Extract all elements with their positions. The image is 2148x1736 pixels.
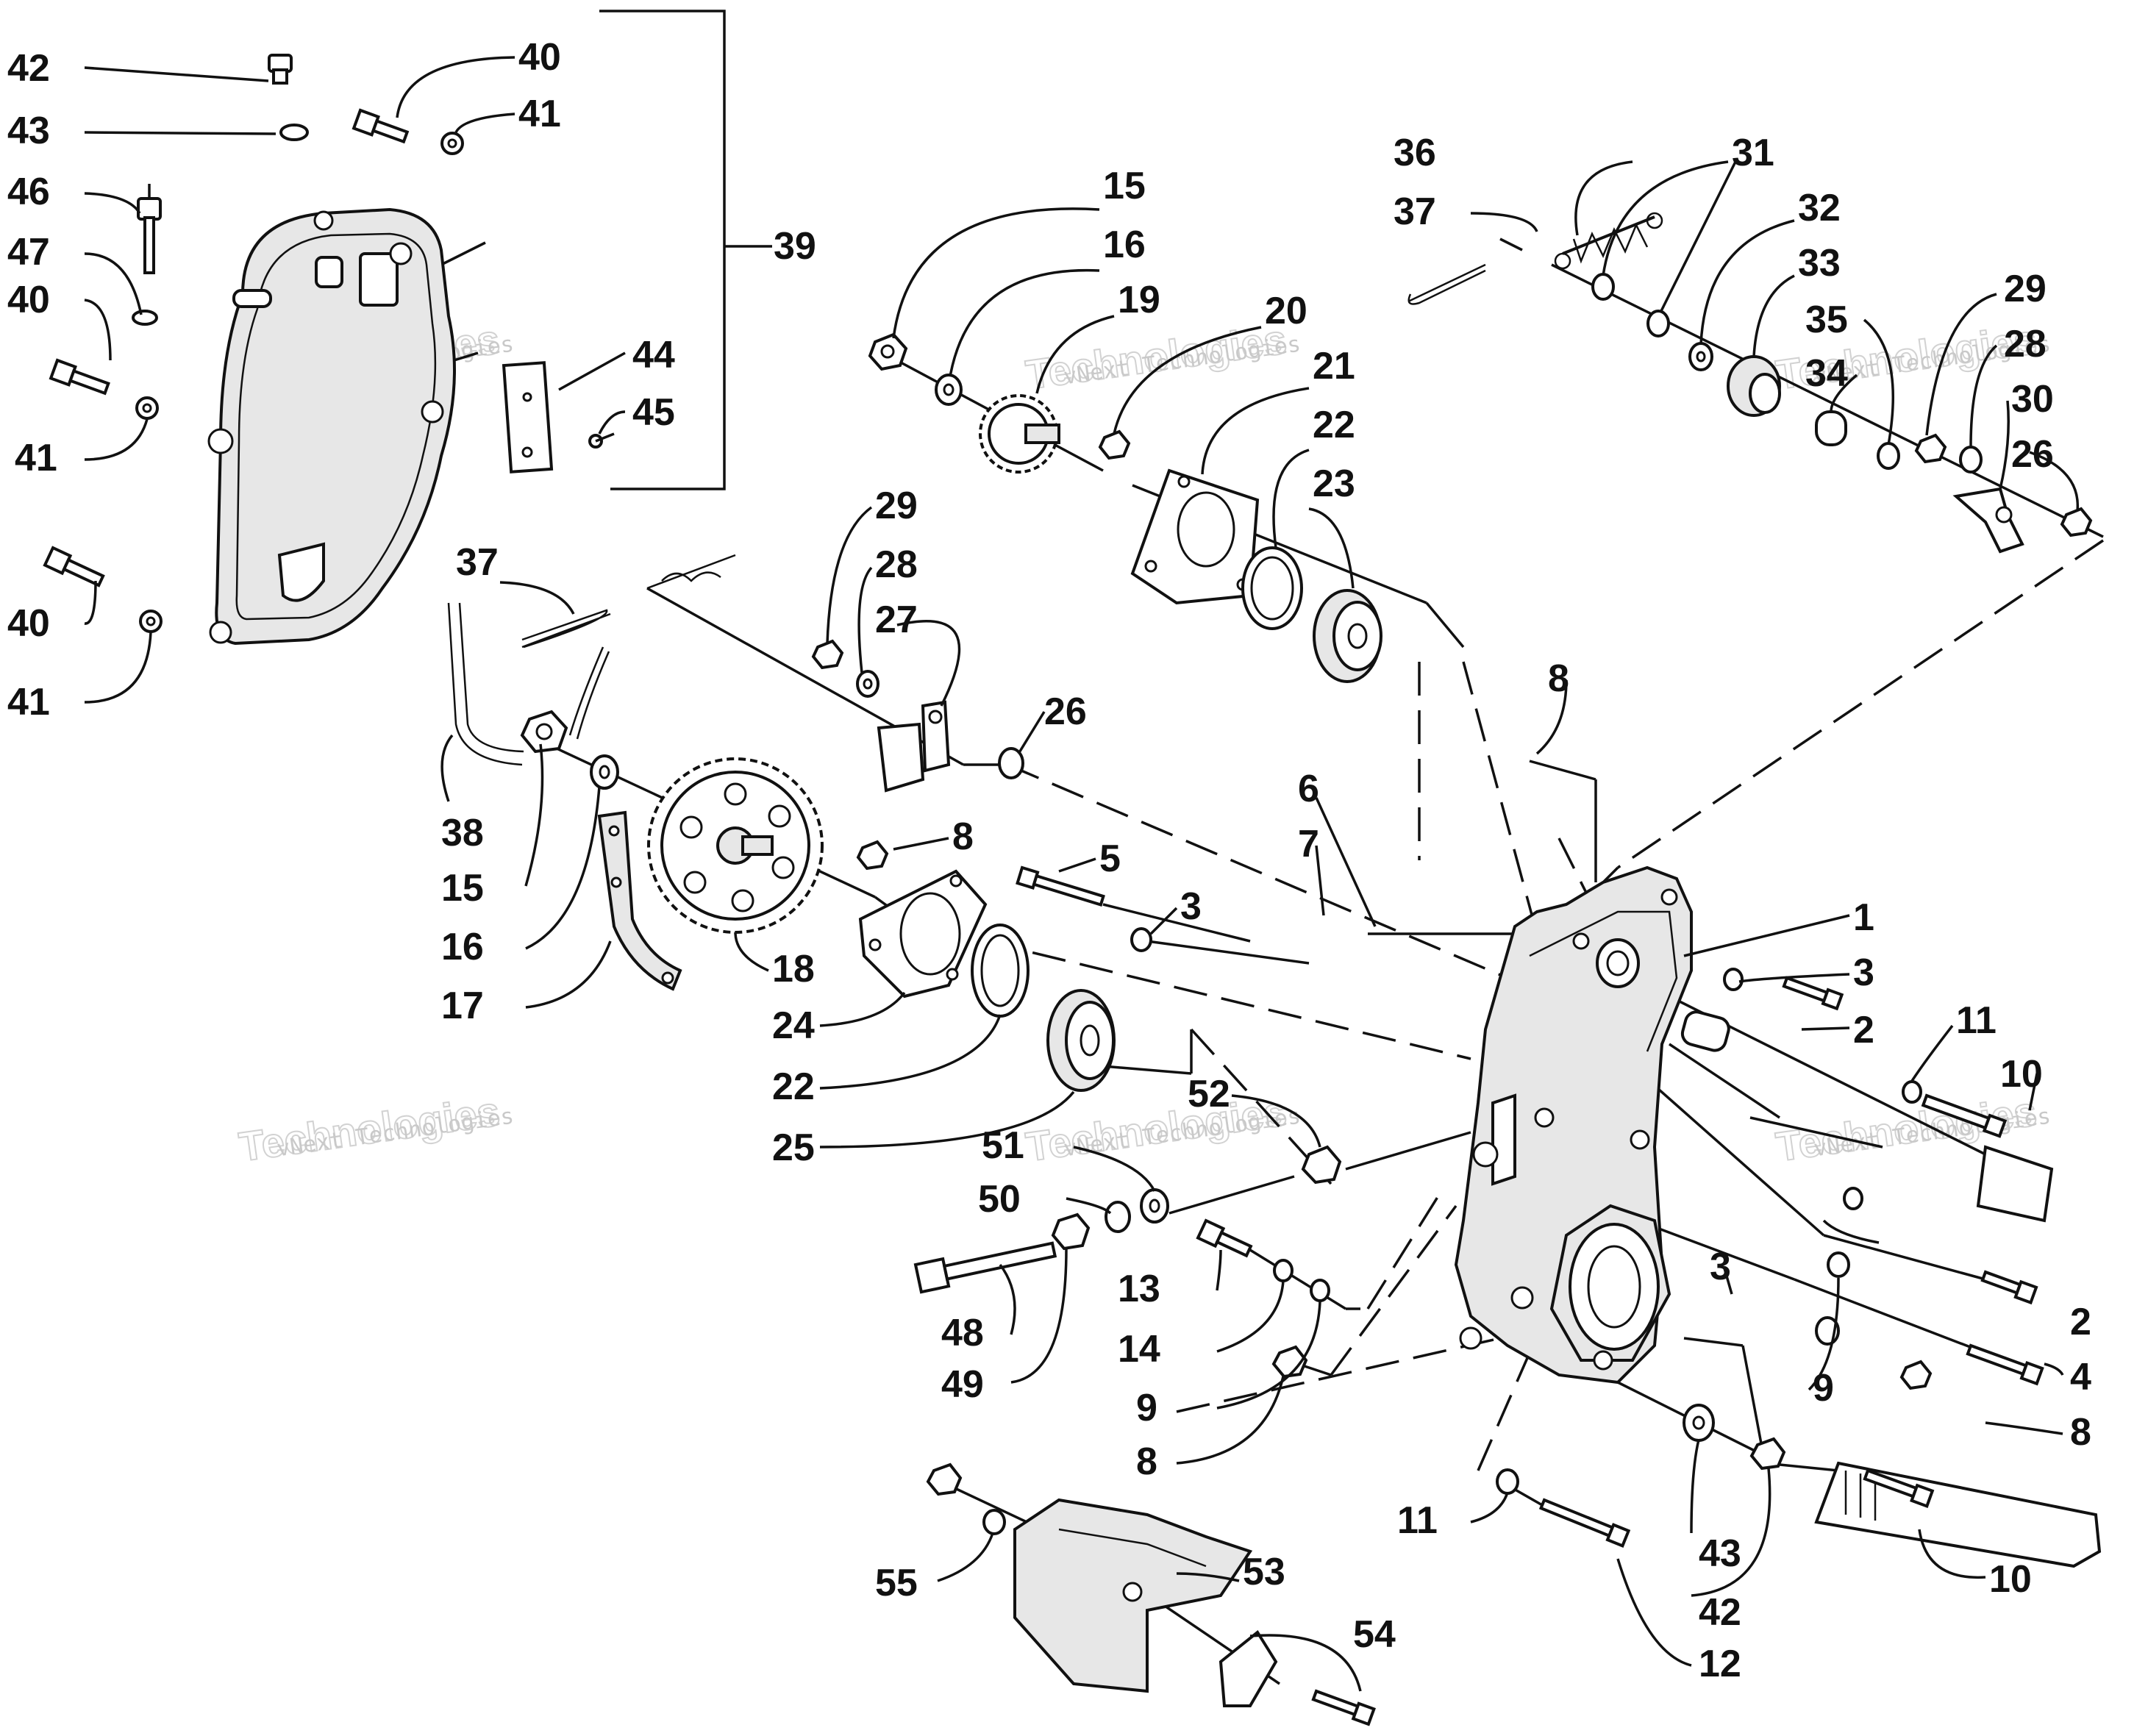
callout: 29 — [2004, 268, 2047, 310]
callout: 35 — [1805, 299, 1848, 341]
callout: 40 — [518, 36, 561, 79]
cover-bolts — [43, 108, 464, 633]
callout: 36 — [1394, 132, 1436, 174]
callout: 40 — [7, 279, 50, 321]
callout: 37 — [456, 541, 499, 584]
callout: 16 — [1103, 224, 1146, 266]
callout: 33 — [1798, 242, 1841, 285]
callout: 11 — [1397, 1499, 1438, 1542]
assembly-bracket — [599, 10, 772, 490]
callout: 8 — [2070, 1411, 2091, 1454]
callout: 3 — [1710, 1246, 1731, 1288]
lower-fasteners — [913, 1145, 1376, 1726]
callout: 19 — [1118, 279, 1160, 321]
callout: 41 — [15, 437, 57, 479]
callout: 52 — [1188, 1073, 1230, 1115]
callout: 37 — [1394, 190, 1436, 233]
callout: 30 — [2011, 378, 2054, 421]
callout: 5 — [1099, 837, 1121, 880]
callout: 28 — [2004, 323, 2047, 365]
left-shaft-group — [447, 554, 1152, 1092]
callout: 23 — [1313, 462, 1355, 505]
output-shafts — [1814, 1145, 2102, 1568]
parts — [43, 54, 2102, 1726]
callout: 18 — [772, 948, 815, 990]
callout: 34 — [1805, 352, 1848, 395]
callout: 42 — [7, 47, 50, 90]
callout: 44 — [632, 334, 675, 376]
callout: 43 — [7, 110, 50, 152]
callout: 26 — [2011, 433, 2054, 476]
callout: 27 — [875, 599, 918, 641]
callout: 45 — [632, 391, 675, 434]
callout: 26 — [1044, 690, 1087, 733]
callout: 8 — [1548, 657, 1569, 700]
callout: 32 — [1798, 187, 1841, 229]
callout: 25 — [772, 1126, 815, 1169]
callout-labels: 42 43 46 47 40 41 40 41 40 41 39 44 45 3… — [7, 36, 2091, 1685]
callout: 53 — [1243, 1551, 1285, 1593]
watermark: Technologies vNext Technologies — [235, 1087, 515, 1171]
callout: 15 — [1103, 165, 1146, 207]
callout: 11 — [1956, 999, 1997, 1042]
fill-plug — [132, 54, 309, 326]
callout: 2 — [1853, 1009, 1874, 1051]
explode-lines — [286, 237, 2104, 1685]
callout: 48 — [941, 1312, 984, 1354]
callout: 21 — [1313, 345, 1355, 387]
callout: 8 — [1136, 1440, 1157, 1483]
callout: 9 — [1813, 1367, 1834, 1410]
callout: 14 — [1118, 1328, 1160, 1371]
callout: 29 — [875, 485, 918, 527]
callout: 6 — [1298, 768, 1319, 810]
callout: 4 — [2070, 1356, 2091, 1399]
callout: 41 — [518, 93, 561, 135]
chaincase-cover — [207, 207, 456, 646]
callout: 40 — [7, 602, 50, 645]
callout: 13 — [1118, 1268, 1160, 1310]
callout: 51 — [982, 1124, 1024, 1167]
callout: 10 — [1989, 1558, 2032, 1601]
callout: 10 — [2000, 1053, 2043, 1096]
callout: 3 — [1853, 951, 1874, 994]
callout: 7 — [1298, 823, 1319, 865]
callout: 43 — [1699, 1532, 1741, 1575]
callout: 49 — [941, 1363, 984, 1406]
cover-plate — [502, 361, 615, 474]
callout: 54 — [1353, 1613, 1396, 1656]
callout: 55 — [875, 1562, 918, 1604]
callout: 3 — [1180, 885, 1202, 928]
callout: 24 — [772, 1004, 815, 1047]
callout: 22 — [772, 1065, 815, 1108]
callout: 39 — [774, 225, 816, 268]
callout: 46 — [7, 171, 50, 213]
callout: 12 — [1699, 1643, 1741, 1685]
callout: 31 — [1732, 132, 1774, 174]
callout: 8 — [952, 815, 974, 858]
callout: 1 — [1853, 896, 1874, 939]
watermark: Technologies vNext Technologies — [1022, 1087, 1302, 1171]
callout: 42 — [1699, 1591, 1741, 1634]
callout: 16 — [441, 926, 484, 968]
leader-lines — [84, 56, 2080, 1692]
callout: 38 — [441, 812, 484, 854]
callout: 2 — [2070, 1301, 2091, 1343]
upper-shaft-group — [868, 332, 1382, 683]
tensioner-group — [1407, 212, 2093, 554]
callout: 17 — [441, 985, 484, 1027]
callout: 22 — [1313, 404, 1355, 446]
callout: 15 — [441, 867, 484, 910]
callout: 20 — [1265, 290, 1307, 332]
callout: 50 — [978, 1178, 1021, 1221]
main-case — [1454, 865, 1730, 1385]
right-fasteners — [1496, 968, 2044, 1548]
callout: 47 — [7, 231, 50, 274]
callout: 9 — [1136, 1387, 1157, 1429]
callout: 28 — [875, 543, 918, 586]
callout: 41 — [7, 681, 50, 724]
